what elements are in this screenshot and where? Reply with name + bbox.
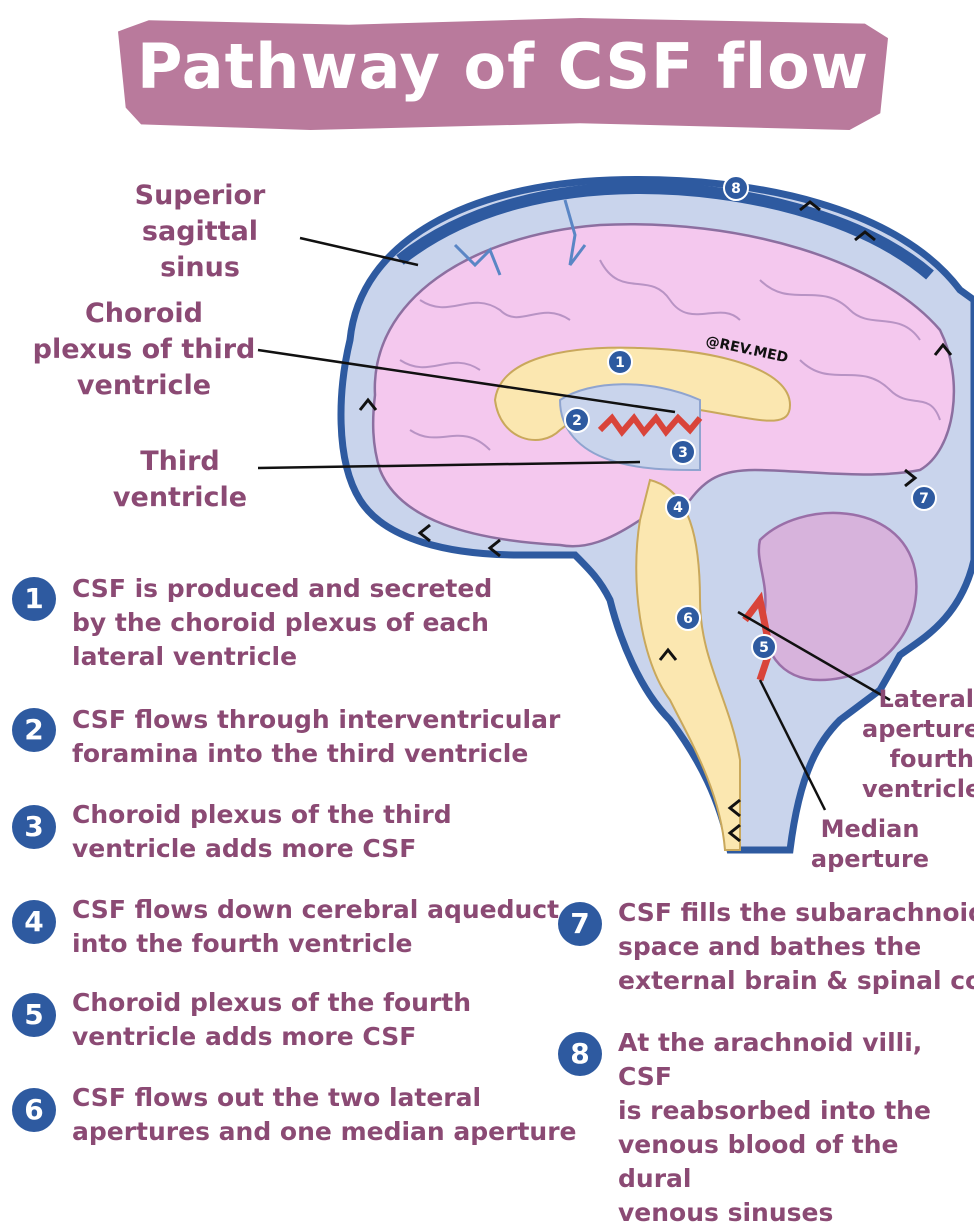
choroid-plexus-third — [597, 413, 703, 437]
diagram-markers: 1 2 3 4 5 6 7 8 — [564, 175, 937, 660]
step-1-badge: 1 — [12, 577, 56, 621]
diagram-marker-label-5: 5 — [759, 640, 769, 656]
diagram-marker-label-4: 4 — [673, 500, 683, 516]
step-3-badge: 3 — [12, 805, 56, 849]
label-choroid-plexus-third: Choroid plexus of third ventricle — [32, 298, 256, 401]
label-lateral-apertures: Lateral apertures fourth ventricle — [862, 685, 974, 803]
step-6-badge: 6 — [12, 1088, 56, 1132]
diagram-marker-1 — [607, 349, 633, 375]
diagram-marker-5 — [751, 634, 777, 660]
brainstem — [635, 478, 741, 851]
gyri — [399, 259, 941, 451]
step-7-badge: 7 — [558, 902, 602, 946]
step-2-badge: 2 — [12, 708, 56, 752]
diagram-marker-label-2: 2 — [572, 413, 582, 429]
choroid-plexus-fourth — [742, 591, 774, 682]
cerebellum — [757, 511, 918, 682]
diagram-marker-label-6: 6 — [683, 611, 693, 627]
diagram-marker-label-8: 8 — [731, 181, 741, 197]
diagram-marker-label-1: 1 — [615, 355, 625, 371]
diagram-marker-8 — [723, 175, 749, 201]
sagittal-sinus — [396, 181, 934, 280]
diagram-marker-label-7: 7 — [919, 491, 929, 507]
cortical-vein-1 — [453, 243, 502, 276]
leader-third-ventricle — [257, 460, 641, 470]
label-third-ventricle: Third ventricle — [112, 446, 248, 513]
diagram-marker-4 — [665, 494, 691, 520]
leader-choroid-plexus-third — [257, 348, 676, 414]
label-superior-sagittal-sinus: Superior sagittal sinus — [134, 180, 266, 283]
title-banner — [118, 18, 888, 130]
step-5-badge: 5 — [12, 993, 56, 1037]
leader-median-aperture — [758, 679, 827, 811]
diagram-marker-3 — [670, 439, 696, 465]
step-4-badge: 4 — [12, 900, 56, 944]
cortical-vein-2 — [563, 199, 587, 266]
diagram-marker-6 — [675, 605, 701, 631]
leader-lateral-apertures — [737, 610, 891, 702]
flow-arrows — [358, 200, 953, 843]
step-8-badge: 8 — [558, 1032, 602, 1076]
leader-superior-sagittal-sinus — [299, 236, 419, 267]
diagram-marker-2 — [564, 407, 590, 433]
diagram-marker-label-3: 3 — [678, 445, 688, 461]
diagram-marker-7 — [911, 485, 937, 511]
label-median-aperture: Median aperture — [810, 815, 930, 873]
page-title: Pathway of CSF flow — [136, 30, 870, 103]
